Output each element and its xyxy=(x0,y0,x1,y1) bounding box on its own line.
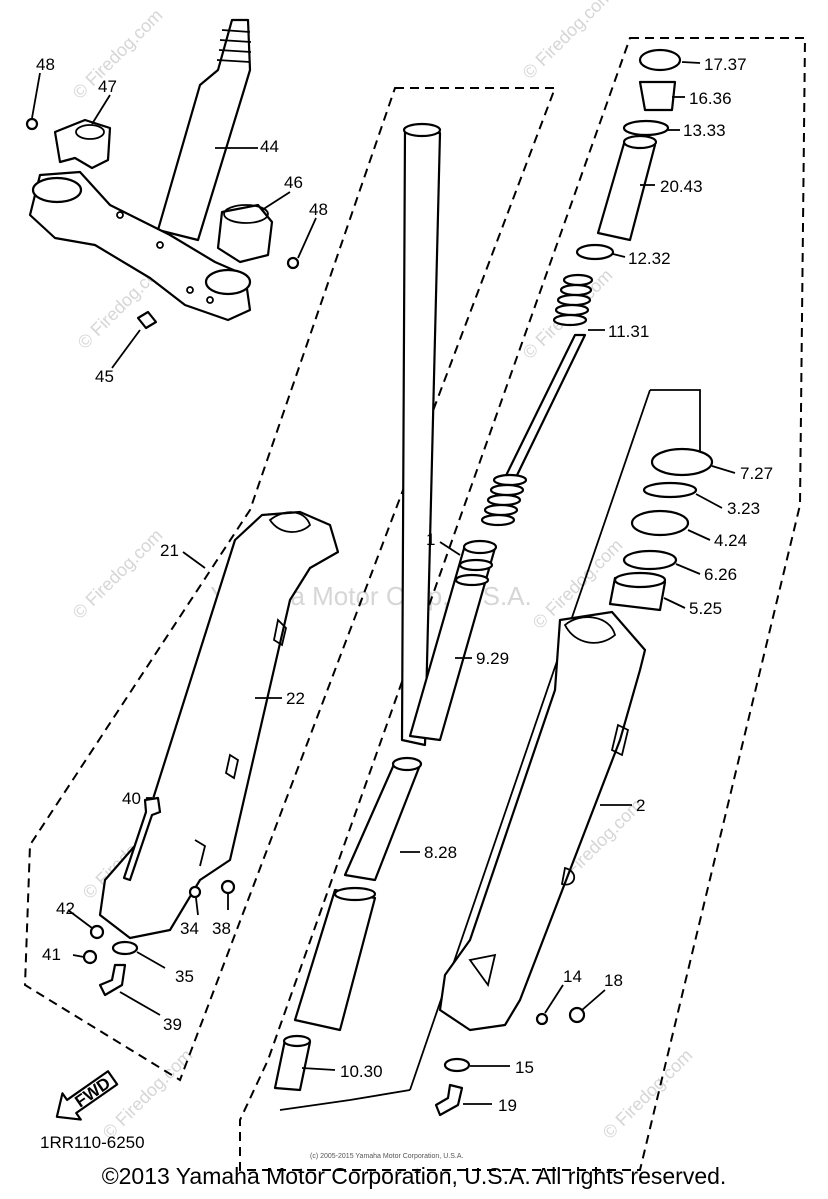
clamp-46 xyxy=(216,203,274,264)
callout-10-30: 10.30 xyxy=(340,1062,383,1081)
watermark-brand: © Firedog.com xyxy=(599,1045,697,1143)
callout-1: 1 xyxy=(426,530,435,549)
lower-tube xyxy=(293,888,377,1032)
cap-bolt-16 xyxy=(638,80,677,112)
small-copyright: (c) 2005-2015 Yamaha Motor Corporation, … xyxy=(310,1153,463,1160)
callout-38: 38 xyxy=(212,919,231,938)
dust-seal-7 xyxy=(650,447,714,477)
slide-bushing-8 xyxy=(343,760,422,882)
callout-11-31: 11.31 xyxy=(608,322,649,341)
fork-spring-mid xyxy=(480,473,528,527)
watermark-brand: © Firedog.com xyxy=(69,525,167,623)
callout-42: 42 xyxy=(56,899,75,918)
under-bracket xyxy=(28,170,252,322)
hardware xyxy=(82,796,586,1117)
callout-34: 34 xyxy=(180,919,199,938)
cap-17 xyxy=(638,48,682,72)
callout-46: 46 xyxy=(284,173,303,192)
steering-stem xyxy=(156,18,252,242)
callout-44: 44 xyxy=(260,137,279,156)
callout-6-26: 6.26 xyxy=(704,565,737,584)
leader-lines xyxy=(31,61,736,1105)
callout-47: 47 xyxy=(98,77,117,96)
watermark-brand: © Firedog.com xyxy=(99,1045,197,1143)
callout-18: 18 xyxy=(604,971,623,990)
callout-22: 22 xyxy=(286,689,305,708)
steering-assembly xyxy=(25,18,300,330)
copyright-footer: ©2013 Yamaha Motor Corporation, U.S.A. A… xyxy=(101,1163,727,1189)
callout-13-33: 13.33 xyxy=(683,121,726,140)
fork-cap-assembly xyxy=(575,48,682,261)
callout-20-43: 20.43 xyxy=(660,177,703,196)
screw-18-icon xyxy=(568,1006,586,1024)
callout-7-27: 7.27 xyxy=(740,464,773,483)
callout-39: 39 xyxy=(163,1015,182,1034)
callout-35: 35 xyxy=(175,967,194,986)
callout-17-37: 17.37 xyxy=(704,55,747,74)
upper-clamp-47 xyxy=(53,118,112,170)
callout-48b: 48 xyxy=(309,200,328,219)
watermark-layer: © Firedog.com © Firedog.com © Firedog.co… xyxy=(69,0,697,1143)
callout-15: 15 xyxy=(515,1058,534,1077)
callout-4-24: 4.24 xyxy=(714,531,747,550)
bolt-45-icon xyxy=(136,310,158,330)
diagram-code: 1RR110-6250 xyxy=(40,1133,145,1152)
nut-42-icon xyxy=(89,924,105,940)
callout-48: 48 xyxy=(36,55,55,74)
screw-38-icon xyxy=(220,879,236,895)
inner-tube xyxy=(400,122,442,747)
watermark-brand: © Firedog.com xyxy=(519,0,617,83)
washer-6 xyxy=(622,549,678,571)
fork-spring-top xyxy=(552,273,594,327)
callout-19: 19 xyxy=(498,1096,517,1115)
washer-12 xyxy=(575,243,615,261)
o-ring-13 xyxy=(622,119,670,137)
watermark-brand: © Firedog.com xyxy=(69,5,167,103)
washer-35-icon xyxy=(111,940,139,956)
callout-12-32: 12.32 xyxy=(628,249,671,268)
callout-45: 45 xyxy=(95,367,114,386)
callout-8-28: 8.28 xyxy=(424,843,457,862)
callout-labels: 48 47 44 46 48 45 17.37 16.36 13.33 20.4… xyxy=(36,55,773,1115)
bolt-48-icon xyxy=(286,256,300,270)
damper-assembly xyxy=(408,273,594,742)
clip-3 xyxy=(642,481,698,499)
nut-41-icon xyxy=(82,949,98,965)
spacer-20 xyxy=(596,138,657,242)
bolt-19-icon xyxy=(434,1083,464,1117)
bolt-48-icon xyxy=(25,117,39,131)
left-outer-tube xyxy=(98,510,340,940)
outer-tube-callout-outline xyxy=(650,389,701,468)
callout-3-23: 3.23 xyxy=(727,499,760,518)
left-fork-group-outline xyxy=(23,87,557,1082)
right-fork-group-outline xyxy=(239,37,807,1171)
oil-lock-10 xyxy=(273,1038,312,1092)
callout-5-25: 5.25 xyxy=(689,599,722,618)
callout-14: 14 xyxy=(563,967,582,986)
callout-21: 21 xyxy=(160,541,179,560)
washer-34-icon xyxy=(188,885,202,899)
callout-9-29: 9.29 xyxy=(476,649,509,668)
callout-2: 2 xyxy=(636,796,645,815)
bolt-40-icon xyxy=(122,796,162,882)
washer-15-icon xyxy=(443,1057,471,1073)
outer-tube-callout-outline xyxy=(279,1089,411,1111)
washer-14-icon xyxy=(535,1012,549,1026)
lower-parts xyxy=(273,756,423,1092)
seal-stack xyxy=(608,447,714,612)
right-outer-tube xyxy=(438,610,647,1032)
callout-16-36: 16.36 xyxy=(689,89,732,108)
bolt-39-icon xyxy=(98,963,127,997)
callout-41: 41 xyxy=(42,945,61,964)
oil-seal-4 xyxy=(630,509,690,537)
callout-40: 40 xyxy=(122,789,141,808)
